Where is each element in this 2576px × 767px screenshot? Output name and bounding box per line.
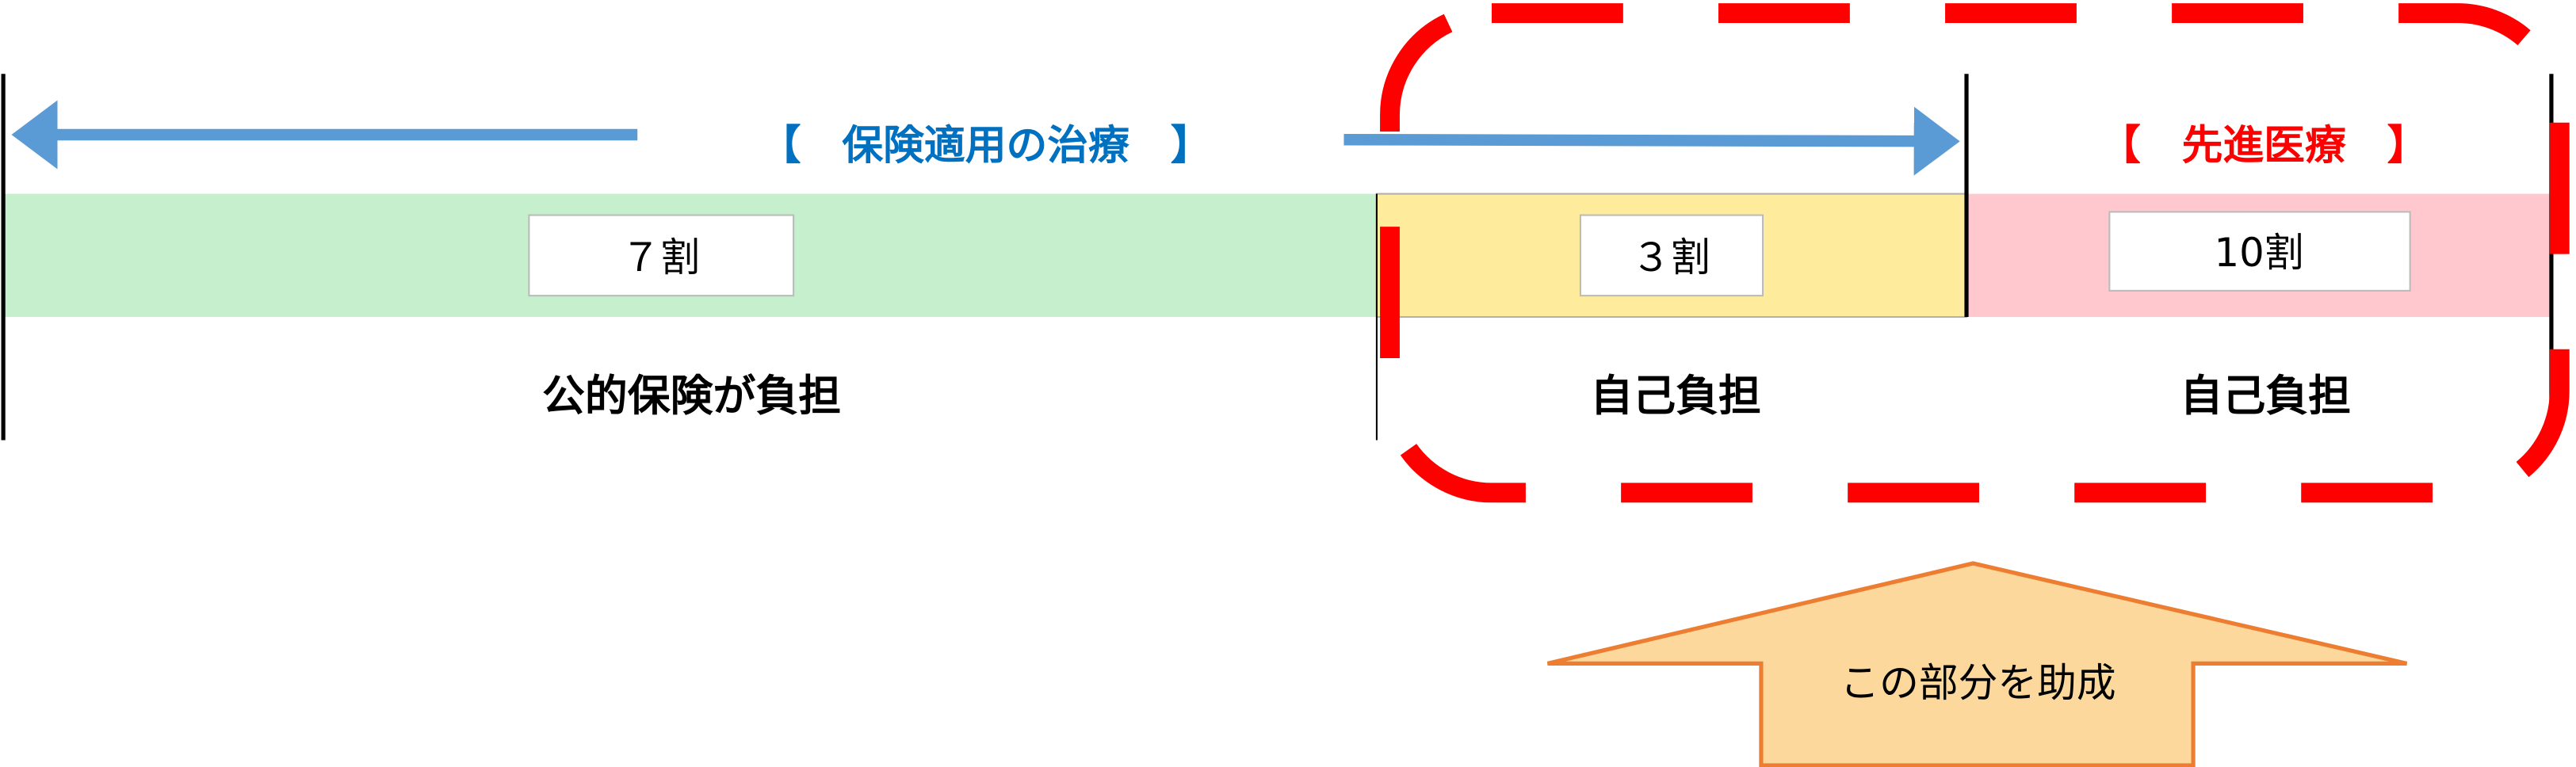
ratio-label-7: ７割	[621, 235, 699, 280]
ratio-box-3	[1579, 214, 1764, 297]
insured-treatment-label: 【 保険適用の治療 】	[760, 122, 1212, 170]
payer-label-advanced: 自己負担	[2180, 371, 2352, 421]
ratio-label-3: ３割	[1631, 235, 1710, 280]
ratio-label-10: 10割	[2214, 230, 2303, 276]
payer-label-self: 自己負担	[1590, 371, 1761, 421]
ratio-box-10	[2108, 211, 2411, 292]
advanced-treatment-label: 【 先進医療 】	[2100, 122, 2428, 170]
subsidy-label: この部分を助成	[1840, 660, 2115, 706]
subsidy-highlight-frame	[1380, 3, 2570, 503]
payer-label-public: 公的保険が負担	[542, 371, 841, 421]
ratio-box-7	[528, 214, 795, 297]
right-arrow	[1343, 106, 1960, 176]
subsidy-up-arrow	[1546, 561, 2408, 767]
